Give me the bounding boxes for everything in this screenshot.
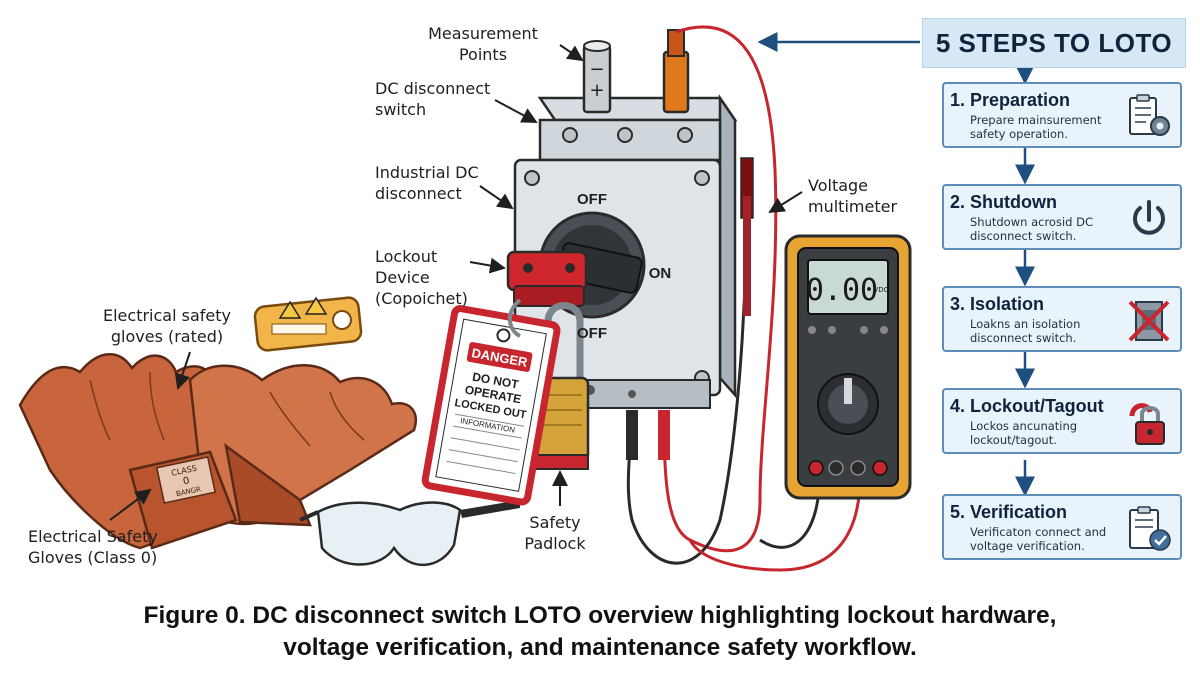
dc-disconnect-switch-illustration [513,29,738,409]
step-title: 1. Preparation [950,90,1071,110]
safety-glasses-illustration [299,500,520,567]
lockout-device-illustration [506,250,588,307]
step-description: Prepare mainsurement safety operation. [970,113,1102,141]
label-dc-disconnect-switch: DC disconnect switch [375,79,491,119]
step-preparation: 1. Preparation Prepare mainsurement safe… [942,82,1182,148]
clipboard-gear-icon [1129,94,1170,136]
terminal-minus-label: − [589,59,604,80]
panel-title: 5 STEPS TO LOTO [922,18,1186,68]
clipboard-check-icon [1129,506,1171,551]
panel-flow-arrows [757,32,1035,497]
terminal-plus-label: + [589,80,604,101]
safety-tag-orange [253,296,363,352]
step-lockout-tagout: 4. Lockout/Tagout Lockos ancunating lock… [942,388,1182,454]
label-safety-padlock: Safety Padlock [524,513,586,553]
step-verification: 5. Verification Verificaton connect and … [942,494,1182,560]
figure-caption: Figure 0. DC disconnect switch LOTO over… [0,600,1200,664]
caption-line-2: voltage verification, and maintenance sa… [283,634,917,661]
safety-padlock-illustration [524,302,590,470]
step-description: Lockos ancunating lockout/tagout. [970,419,1078,447]
switch-off-top-label: OFF [577,191,607,208]
label-gloves-class0: Electrical Safety Gloves (Class 0) [28,527,158,567]
step-shutdown: 2. Shutdown Shutdown acrosid DC disconne… [942,184,1182,250]
step-description: Shutdown acrosid DC disconnect switch. [970,215,1093,243]
label-measurement-points: Measurement Points [428,24,538,64]
step-title: 3. Isolation [950,294,1045,314]
step-title: 2. Shutdown [950,192,1057,212]
label-gloves-rated: Electrical safety gloves (rated) [103,306,231,346]
step-title: 4. Lockout/Tagout [950,396,1104,416]
power-icon [1133,200,1165,235]
step-description: Verificaton connect and voltage verifica… [970,525,1107,553]
pointer-arrows [109,44,803,521]
label-voltage-multimeter: Voltage multimeter [808,176,898,216]
danger-tag-illustration [421,305,561,506]
step-title: 5. Verification [950,502,1068,522]
label-lockout-device: Lockout Device (Copoichet) [375,247,468,308]
meter-reading: 0.00 [806,273,878,308]
glove-badge-line2: 0 [182,475,191,487]
padlock-icon [1129,403,1165,445]
voltage-multimeter-illustration [784,234,912,500]
meter-unit: VDC [873,286,888,294]
caption-line-1: Figure 0. DC disconnect switch LOTO over… [143,602,1057,629]
switch-on-label: ON [649,265,672,282]
isolation-icon [1128,300,1170,342]
safety-gloves-illustration [18,353,417,550]
switch-off-bottom-label: OFF [577,325,607,342]
step-isolation: 3. Isolation Loakns an isolation disconn… [942,286,1182,352]
step-description: Loakns an isolation disconnect switch. [970,317,1081,345]
label-industrial-dc-disconnect: Industrial DC disconnect [375,163,479,203]
